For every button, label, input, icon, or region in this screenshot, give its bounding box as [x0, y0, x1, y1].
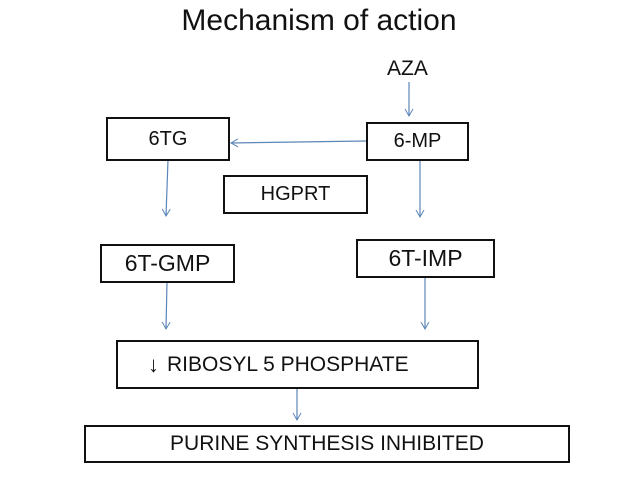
node-6tg: 6TG	[106, 117, 230, 161]
node-6mp: 6-MP	[366, 122, 469, 161]
node-purine-synthesis-inhibited: PURINE SYNTHESIS INHIBITED	[84, 425, 570, 463]
node-hgprt: HGPRT	[223, 175, 368, 214]
node-ribosyl-5-phosphate: ↓ RIBOSYL 5 PHOSPHATE	[116, 340, 479, 389]
page-title: Mechanism of action	[181, 4, 457, 37]
arrow-6tgmp-to-ribosyl	[161, 281, 171, 331]
decrease-arrow-icon: ↓	[148, 351, 159, 377]
node-6t-imp: 6T-IMP	[356, 239, 495, 278]
node-6t-gmp: 6T-GMP	[100, 244, 235, 283]
arrow-6tg-to-6tgmp	[161, 159, 171, 218]
arrow-6mp-to-6tg	[229, 138, 367, 148]
ribosyl-label: RIBOSYL 5 PHOSPHATE	[167, 352, 409, 376]
node-aza: AZA	[387, 57, 428, 80]
